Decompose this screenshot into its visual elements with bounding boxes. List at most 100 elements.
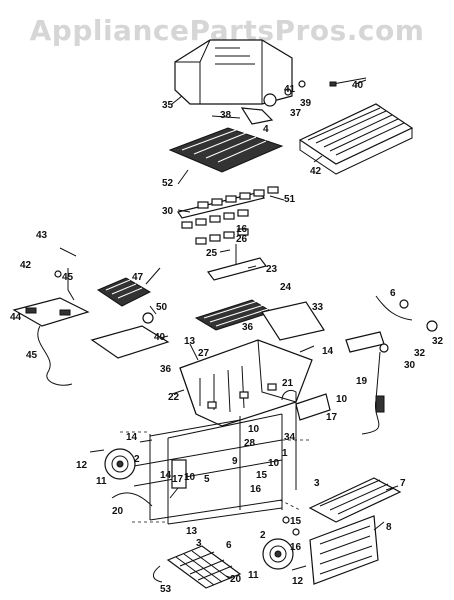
- callout-3-right: 3: [314, 478, 320, 489]
- callout-36-upper: 36: [242, 322, 254, 333]
- callout-26: 24: [280, 282, 292, 293]
- callout-27: 25: [206, 248, 218, 259]
- callout-13-upper: 13: [184, 336, 196, 347]
- callout-53: 53: [160, 584, 172, 595]
- burner[interactable]: [206, 257, 268, 281]
- callout-14-mid: 14: [160, 470, 172, 481]
- briquette-tray[interactable]: [181, 186, 279, 245]
- callout-20: 21: [282, 378, 294, 389]
- gas-regulator-assembly[interactable]: [345, 295, 438, 435]
- callout-35: 35: [162, 100, 174, 111]
- thermometer-gauge[interactable]: [263, 93, 277, 107]
- callout-18: 20: [230, 574, 242, 585]
- callout-36-lower: 36: [160, 364, 172, 375]
- firebox[interactable]: [179, 339, 313, 427]
- callout-8: 8: [386, 522, 392, 533]
- grill-lid[interactable]: [174, 39, 293, 105]
- callout-10-mid: 10: [184, 472, 196, 483]
- callout-28: 26: [236, 234, 248, 245]
- callout-10-low: 10: [268, 458, 280, 469]
- callout-13-lower: 13: [186, 526, 198, 537]
- warming-rack[interactable]: [298, 103, 414, 175]
- callout-12-right: 12: [292, 576, 304, 587]
- callout-52: 52: [162, 178, 174, 189]
- callout-14-upper: 14: [322, 346, 334, 357]
- lid-bracket[interactable]: [240, 107, 274, 125]
- callout-51: 51: [284, 194, 296, 205]
- control-panel[interactable]: [295, 393, 331, 421]
- callout-9: 9: [232, 456, 238, 467]
- callout-29: 30: [404, 360, 416, 371]
- callout-4: 4: [263, 124, 269, 135]
- callout-2-left: 2: [134, 454, 140, 465]
- callout-15-upper: 15: [256, 470, 268, 481]
- left-side-shelf[interactable]: [12, 297, 90, 327]
- callout-6-upper: 6: [390, 288, 396, 299]
- cart-side-panel[interactable]: [309, 515, 379, 585]
- callout-5: 5: [204, 474, 210, 485]
- side-burner-knob[interactable]: [59, 247, 77, 257]
- callout-39: 39: [300, 98, 312, 109]
- callout-46: 45: [26, 350, 38, 361]
- axle-bolt[interactable]: [291, 565, 307, 571]
- side-burner[interactable]: [142, 312, 154, 324]
- callout-21: 20: [112, 506, 124, 517]
- callout-11-right: 11: [248, 570, 259, 581]
- callout-45: 43: [36, 230, 48, 241]
- right-side-shelf[interactable]: [261, 301, 325, 341]
- callout-7: 7: [400, 478, 406, 489]
- side-shelf-tray[interactable]: [90, 325, 170, 359]
- cart-frame[interactable]: [133, 389, 297, 525]
- hose: [111, 492, 153, 507]
- callout-38: 38: [220, 110, 232, 121]
- callout-16-lower: 16: [250, 484, 262, 495]
- callout-30: 32: [432, 336, 444, 347]
- wheel-left[interactable]: [104, 448, 136, 480]
- leader-lines: [139, 79, 399, 579]
- callout-22: 22: [168, 392, 180, 403]
- axle-bolt[interactable]: [89, 449, 105, 453]
- callout-labels: 35 38 4 41 39 37 40 42 52 30 51 16 26 25…: [10, 80, 444, 595]
- callout-33: 33: [312, 302, 324, 313]
- igniter-wire: [37, 325, 73, 386]
- bottom-shelf[interactable]: [308, 477, 402, 523]
- callout-19: 19: [356, 376, 368, 387]
- callout-31: 32: [414, 348, 426, 359]
- callout-24: 28: [244, 438, 256, 449]
- callout-32: 30: [162, 206, 174, 217]
- callout-25: 23: [266, 264, 278, 275]
- wheel-right[interactable]: [262, 538, 294, 570]
- callout-34: 34: [284, 432, 296, 443]
- callout-3-lower: 3: [196, 538, 202, 549]
- cooking-grate[interactable]: [168, 127, 284, 173]
- lower-cooking-grate[interactable]: [194, 299, 274, 331]
- callout-17-mid: 17: [172, 474, 184, 485]
- callout-42: 42: [310, 166, 322, 177]
- callout-11-left: 11: [96, 476, 107, 487]
- callout-17: 17: [326, 412, 338, 423]
- callout-15-lower: 15: [290, 516, 302, 527]
- callout-2-right: 2: [260, 530, 266, 541]
- callout-10-top: 10: [248, 424, 260, 435]
- callout-1: 1: [282, 448, 288, 459]
- callout-10-right: 10: [336, 394, 348, 405]
- bottom-grid[interactable]: [166, 545, 242, 589]
- callout-12-left: 12: [76, 460, 88, 471]
- callout-16: 16: [236, 224, 248, 235]
- callout-47: 45: [62, 272, 74, 283]
- callout-37: 37: [290, 108, 302, 119]
- callout-14-left: 14: [126, 432, 138, 443]
- callout-16-right: 16: [290, 542, 302, 553]
- side-burner-grate[interactable]: [96, 277, 152, 307]
- callout-40-handle: 40: [352, 80, 364, 91]
- callout-40-shelf: 40: [154, 332, 166, 343]
- callout-50: 50: [156, 302, 168, 313]
- lid-handle[interactable]: [332, 77, 367, 85]
- callout-23: 27: [198, 348, 210, 359]
- callout-41: 41: [284, 84, 296, 95]
- callout-43: 44: [10, 312, 22, 323]
- callout-6-lower: 6: [226, 540, 232, 551]
- callout-44: 42: [20, 260, 32, 271]
- callout-49: 47: [132, 272, 144, 283]
